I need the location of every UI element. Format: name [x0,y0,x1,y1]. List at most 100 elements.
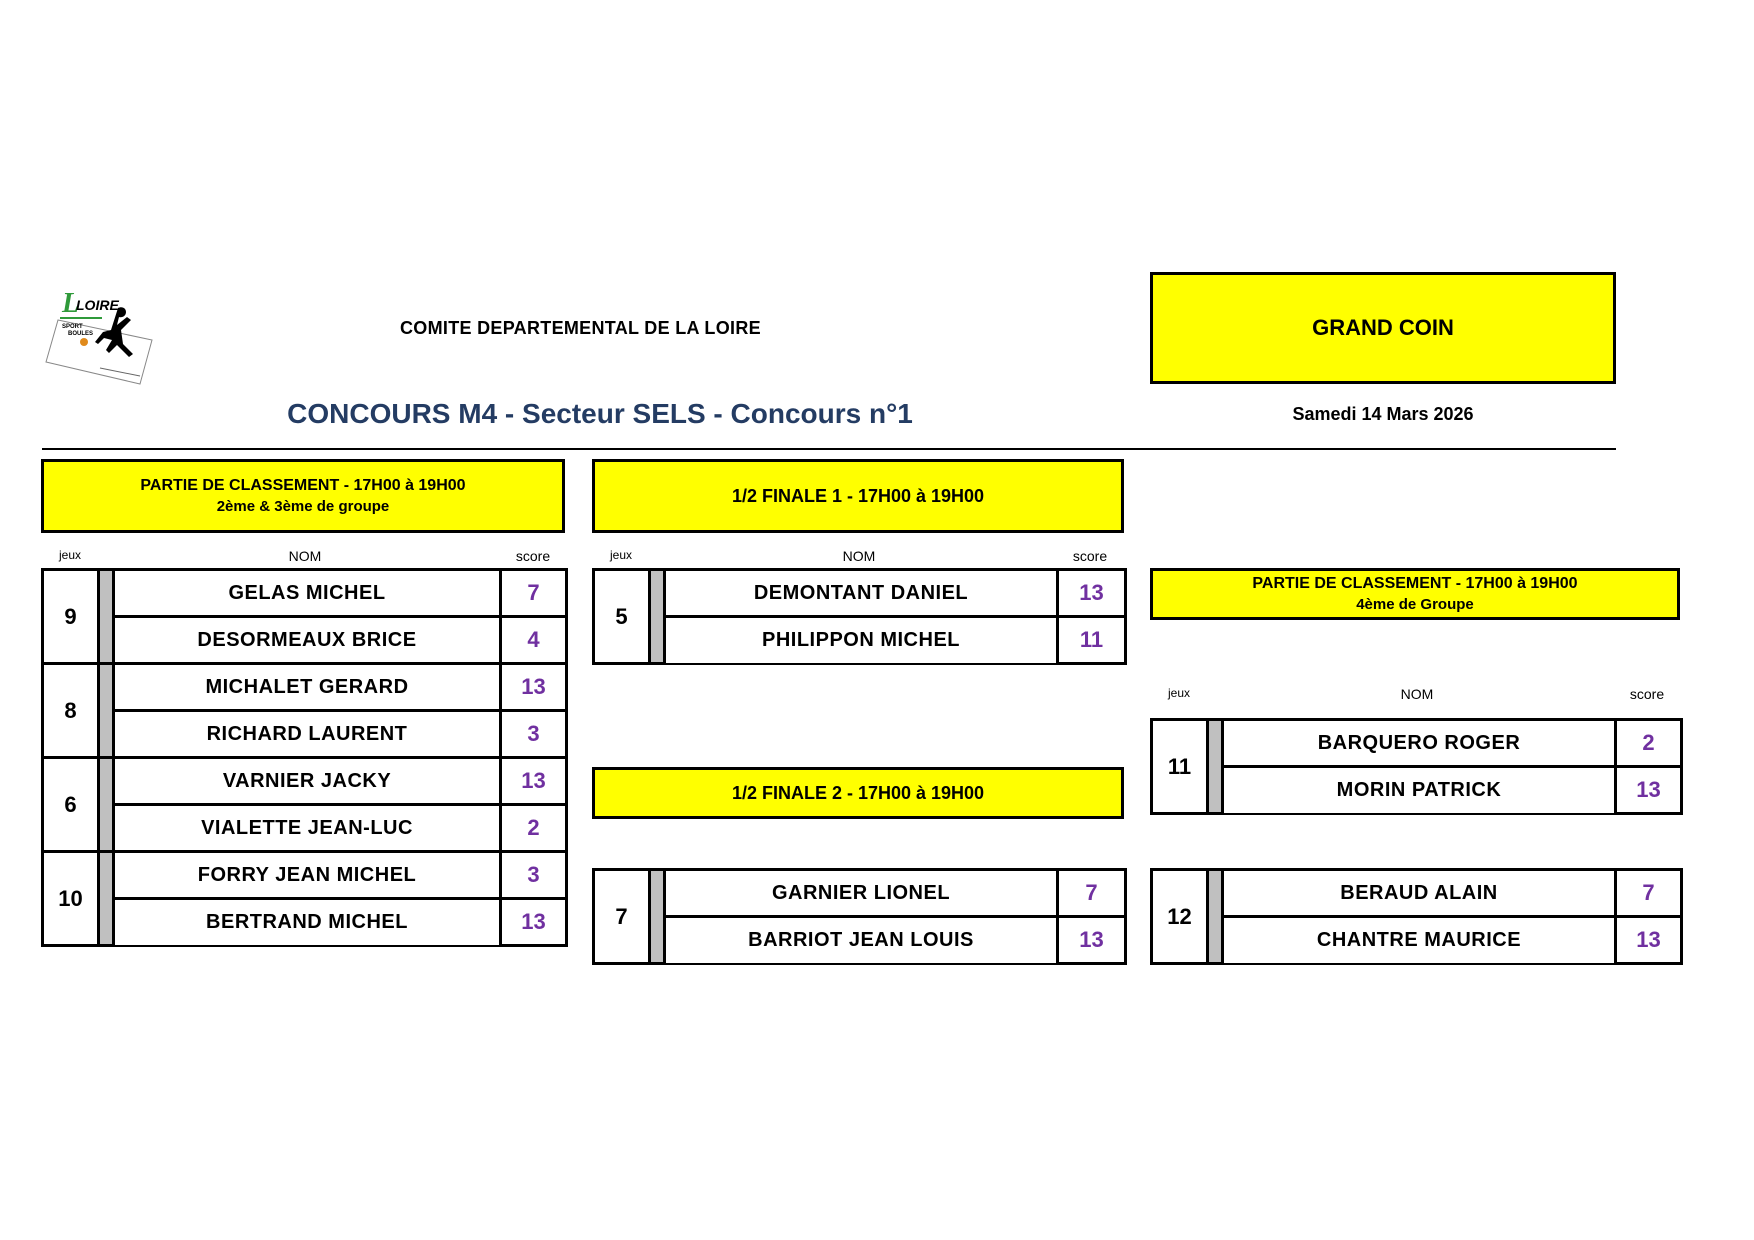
row-separator [1206,868,1224,965]
semi2-match: 7 GARNIER LIONEL 7 BARRIOT JEAN LOUIS 13 [592,868,1127,965]
table-row: CHANTRE MAURICE 13 [1152,915,1683,965]
match-table: 7 GARNIER LIONEL 7 BARRIOT JEAN LOUIS 13 [592,868,1127,965]
row-separator [648,868,666,965]
team-score: 7 [1614,868,1683,918]
semi2-banner: 1/2 FINALE 2 - 17H00 à 19H00 [592,767,1124,819]
venue-name: GRAND COIN [1312,315,1454,340]
loire-sport-boules-logo: L LOIRE SPORT BOULES [40,282,162,386]
col-header-jeux: jeux [58,548,81,562]
match-table: 12 BERAUD ALAIN 7 CHANTRE MAURICE 13 [1150,868,1683,965]
team-score: 2 [499,803,568,853]
classement4-banner-title: PARTIE DE CLASSEMENT - 17H00 à 19H00 [1252,575,1578,592]
team-score: 13 [499,662,568,712]
game-number: 9 [41,568,100,665]
team-score: 13 [1614,915,1683,965]
team-name: VIALETTE JEAN-LUC [112,803,502,853]
classement-banner-subtitle: 2ème & 3ème de groupe [216,498,390,515]
team-score: 7 [1056,868,1127,918]
table-row: RICHARD LAURENT 3 [43,709,568,759]
svg-text:L: L [61,288,79,319]
team-score: 11 [1056,615,1127,665]
team-score: 4 [499,615,568,665]
team-score: 13 [1056,915,1127,965]
semi1-title: 1/2 FINALE 1 - 17H00 à 19H00 [731,485,985,506]
team-score: 7 [499,568,568,618]
team-score: 13 [499,897,568,947]
table-row: 7 GARNIER LIONEL 7 [592,868,1127,965]
match-table: 5 DEMONTANT DANIEL 13 PHILIPPON MICHEL 1… [592,568,1127,665]
col-header-nom: NOM [842,548,876,564]
game-number: 10 [41,850,100,947]
competition-title: CONCOURS M4 - Secteur SELS - Concours n°… [287,398,913,429]
team-name: DESORMEAUX BRICE [112,615,502,665]
table-row: DESORMEAUX BRICE 4 [43,615,568,665]
classement4-match-1: 11 BARQUERO ROGER 2 MORIN PATRICK 13 [1150,718,1683,815]
table-row: VIALETTE JEAN-LUC 2 [43,803,568,853]
col-header-jeux: jeux [1167,686,1190,700]
classement-matches: 9 GELAS MICHEL 7 DESORMEAUX BRICE 4 8 MI… [41,568,568,947]
table-row: 12 BERAUD ALAIN 7 [1150,868,1683,965]
game-number: 8 [41,662,100,759]
team-name: GARNIER LIONEL [663,868,1059,918]
team-name: DEMONTANT DANIEL [663,568,1059,618]
table-row: BERTRAND MICHEL 13 [43,897,568,947]
row-separator [1206,718,1224,815]
team-score: 13 [499,756,568,806]
game-number: 6 [41,756,100,853]
team-name: BERTRAND MICHEL [112,897,502,947]
table-row: 6 VARNIER JACKY 13 [41,756,568,853]
team-name: RICHARD LAURENT [112,709,502,759]
team-name: MORIN PATRICK [1221,765,1617,815]
classement-banner: PARTIE DE CLASSEMENT - 17H00 à 19H00 2èm… [41,459,565,533]
table-row: 10 FORRY JEAN MICHEL 3 [41,850,568,947]
table-row: PHILIPPON MICHEL 11 [594,615,1127,665]
team-name: BERAUD ALAIN [1221,868,1617,918]
team-name: GELAS MICHEL [112,568,502,618]
row-separator [97,850,115,947]
semi1-banner: 1/2 FINALE 1 - 17H00 à 19H00 [592,459,1124,533]
team-name: PHILIPPON MICHEL [663,615,1059,665]
team-name: FORRY JEAN MICHEL [112,850,502,900]
team-name: CHANTRE MAURICE [1221,915,1617,965]
col-header-score: score [1629,686,1665,702]
comite-title: COMITE DEPARTEMENTAL DE LA LOIRE [400,318,761,338]
team-score: 3 [499,850,568,900]
row-separator [97,756,115,853]
team-name: BARRIOT JEAN LOUIS [663,915,1059,965]
table-row: 8 MICHALET GERARD 13 [41,662,568,759]
col-header-jeux: jeux [609,548,632,562]
table-row: 9 GELAS MICHEL 7 [41,568,568,665]
classement-banner-title: PARTIE DE CLASSEMENT - 17H00 à 19H00 [140,477,466,494]
team-score: 13 [1614,765,1683,815]
game-number: 7 [592,868,651,965]
venue-box: GRAND COIN [1150,272,1616,384]
classement4-match-2: 12 BERAUD ALAIN 7 CHANTRE MAURICE 13 [1150,868,1683,965]
col-header-nom: NOM [1400,686,1434,702]
team-name: VARNIER JACKY [112,756,502,806]
match-table: 9 GELAS MICHEL 7 DESORMEAUX BRICE 4 8 MI… [41,568,568,947]
col-header-score: score [515,548,551,564]
col-header-score: score [1072,548,1108,564]
match-table: 11 BARQUERO ROGER 2 MORIN PATRICK 13 [1150,718,1683,815]
logo-text: LOIRE [76,297,119,313]
classement4-banner: PARTIE DE CLASSEMENT - 17H00 à 19H00 4èm… [1150,568,1680,620]
table-row: MORIN PATRICK 13 [1152,765,1683,815]
logo-subtext: SPORT [62,324,83,330]
game-number: 5 [592,568,651,665]
team-score: 13 [1056,568,1127,618]
semi1-match: 5 DEMONTANT DANIEL 13 PHILIPPON MICHEL 1… [592,568,1127,665]
table-row: 5 DEMONTANT DANIEL 13 [592,568,1127,665]
col-header-nom: NOM [288,548,322,564]
semi2-title: 1/2 FINALE 2 - 17H00 à 19H00 [731,782,985,803]
header-divider [42,448,1616,450]
table-row: BARRIOT JEAN LOUIS 13 [594,915,1127,965]
game-number: 11 [1150,718,1209,815]
classement4-banner-subtitle: 4ème de Groupe [1356,596,1474,613]
row-separator [97,662,115,759]
team-name: BARQUERO ROGER [1221,718,1617,768]
logo-subtext: BOULES [68,331,93,337]
team-name: MICHALET GERARD [112,662,502,712]
table-row: 11 BARQUERO ROGER 2 [1150,718,1683,815]
team-score: 2 [1614,718,1683,768]
competition-date: Samedi 14 Mars 2026 [1292,404,1474,424]
